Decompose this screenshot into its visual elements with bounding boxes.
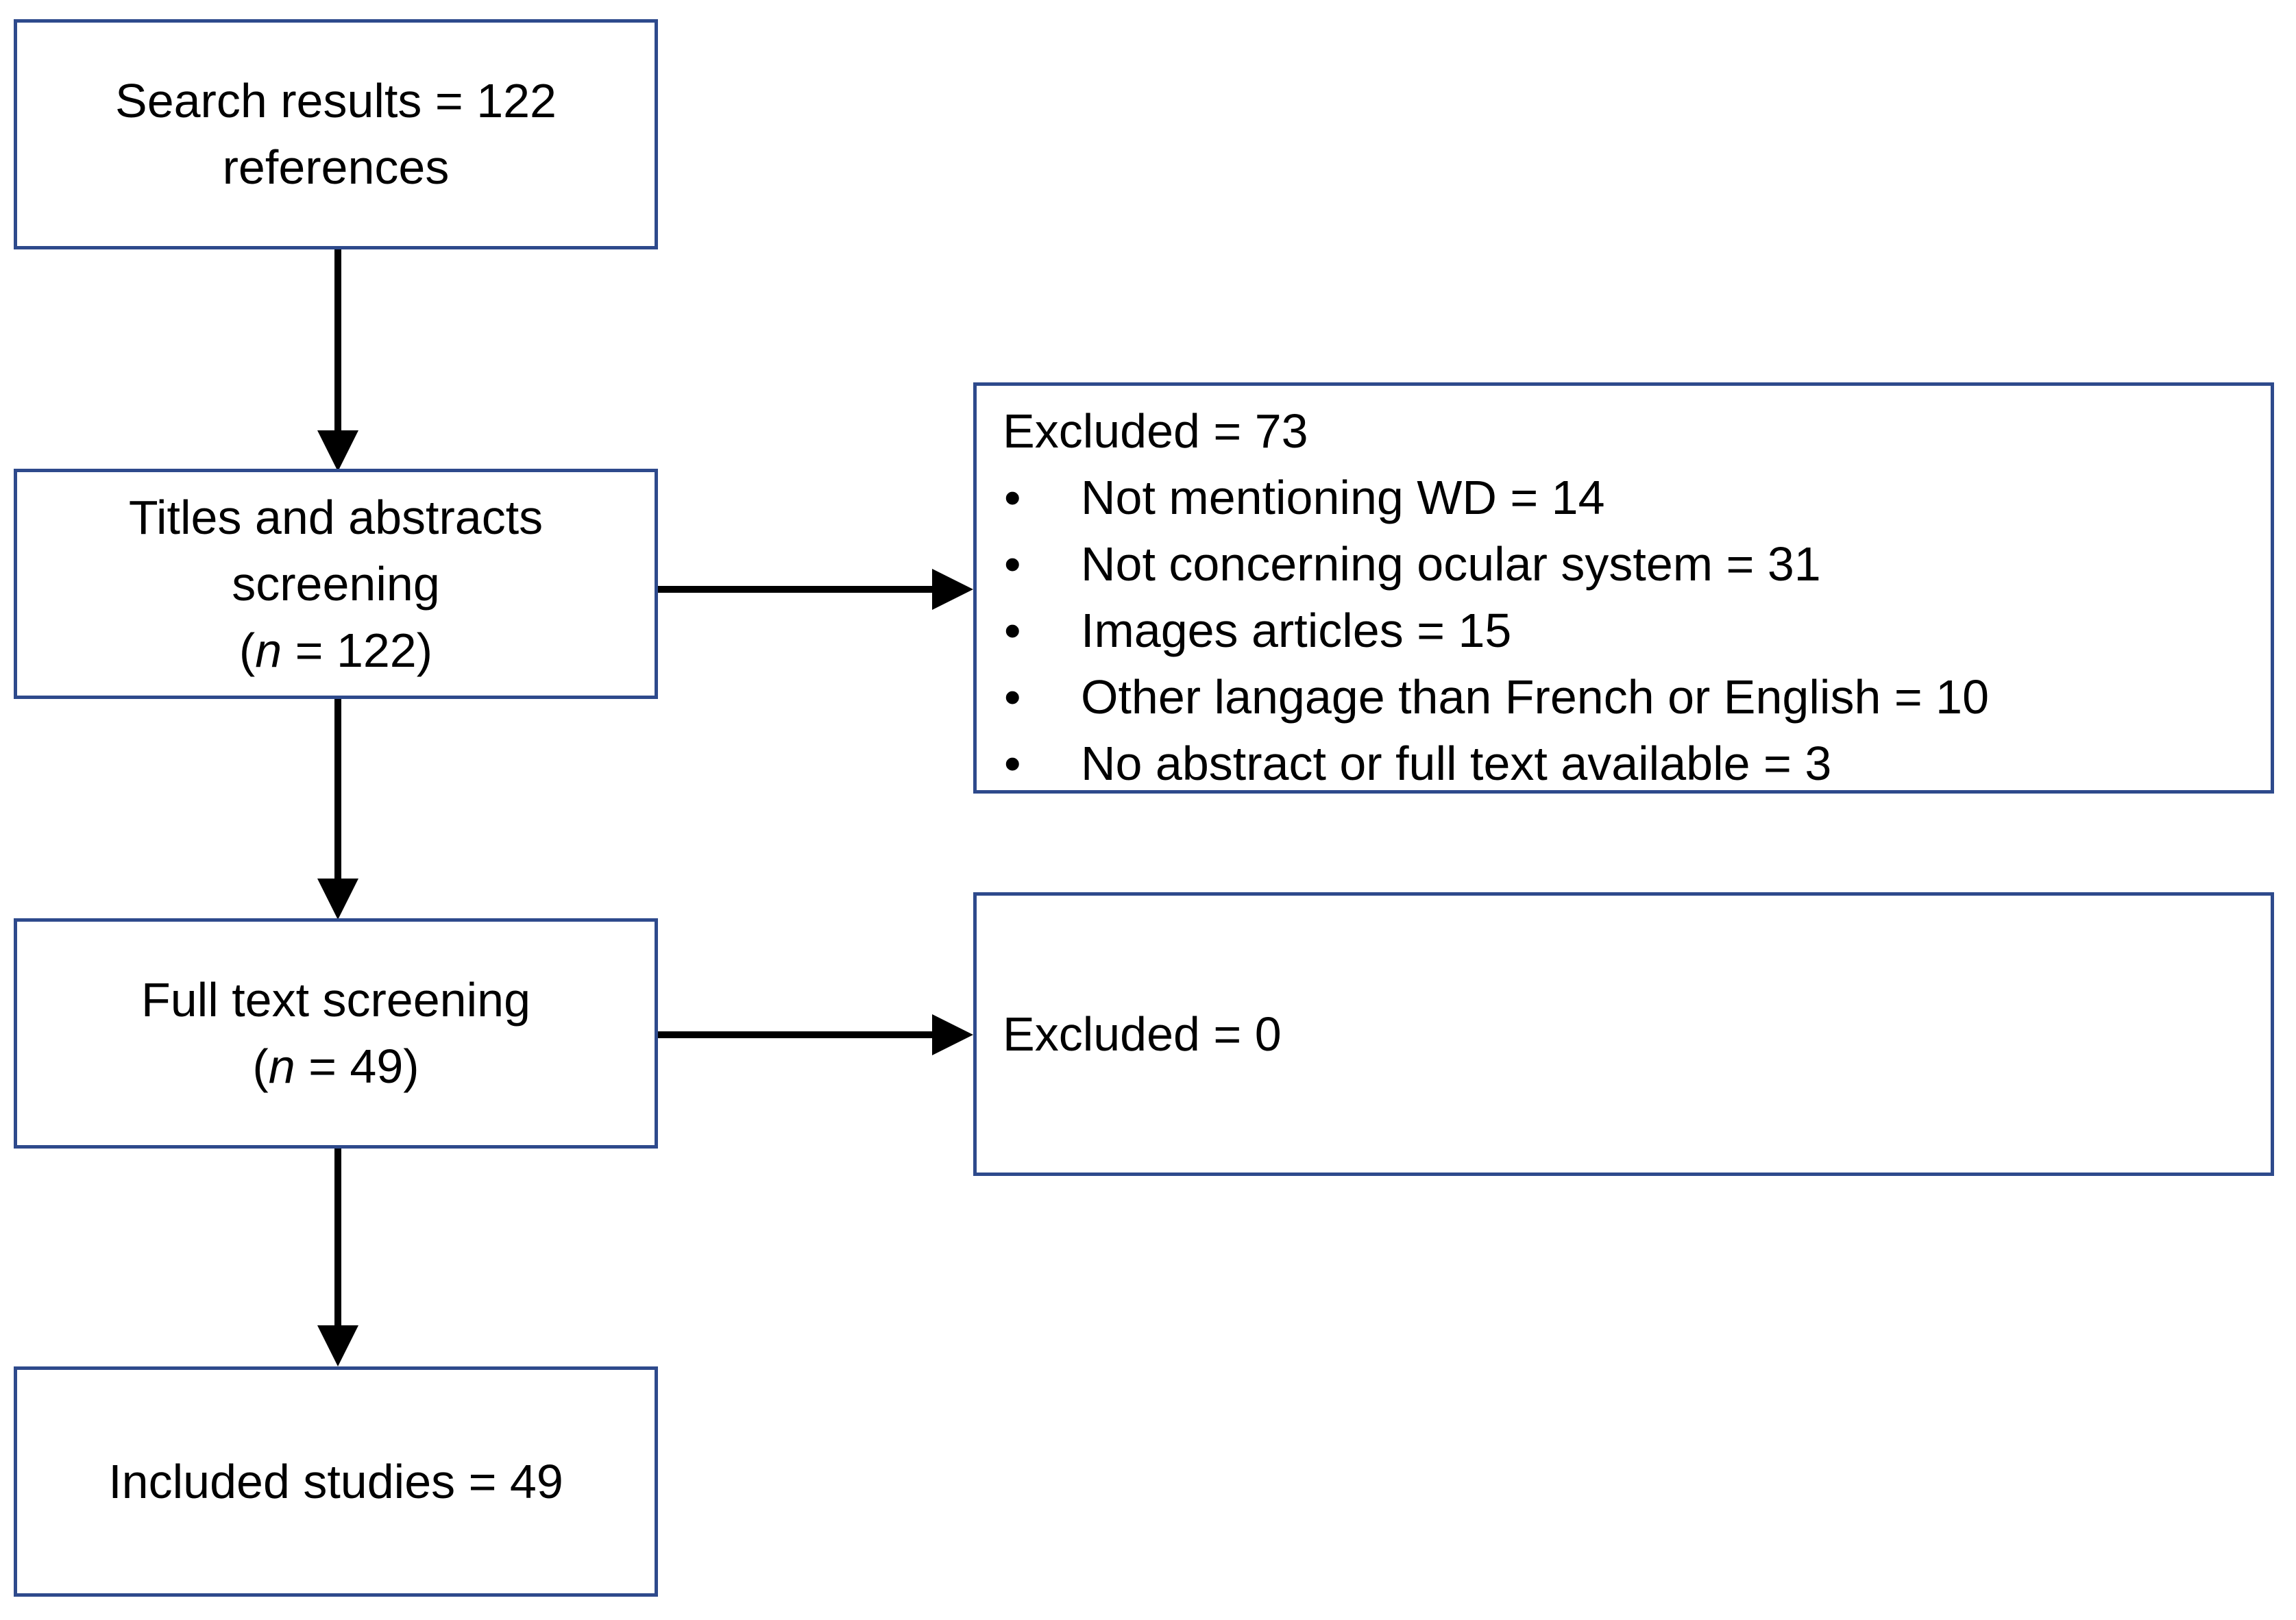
titles-screening-count: (n = 122) — [239, 623, 433, 677]
titles-abstracts-screening-box: Titles and abstracts screening (n = 122) — [14, 469, 658, 699]
search-results-line2: references — [222, 140, 450, 194]
bullet-icon: • — [1004, 670, 1021, 724]
bullet-icon: • — [1004, 471, 1021, 524]
full-text-screening-box: Full text screening (n = 49) — [14, 918, 658, 1149]
excluded-fulltext-box: Excluded = 0 — [973, 892, 2274, 1176]
titles-screening-line2: screening — [232, 556, 440, 611]
full-text-screening-count: (n = 49) — [252, 1040, 419, 1093]
full-text-screening-line1: Full text screening — [141, 973, 531, 1027]
exclusion-reason-item: •Images articles = 15 — [1003, 598, 2271, 664]
excluded-titles-header: Excluded = 73 — [1003, 404, 1308, 458]
bullet-icon: • — [1004, 737, 1021, 790]
exclusion-reason-item: •Not concerning ocular system = 31 — [1003, 531, 2271, 598]
exclusion-reason-item: •No abstract or full text available = 3 — [1003, 731, 2271, 797]
excluded-fulltext-label: Excluded = 0 — [1003, 1007, 1282, 1061]
titles-screening-line1: Titles and abstracts — [128, 490, 544, 544]
search-results-box: Search results = 122 references — [14, 19, 658, 249]
exclusion-reasons-list: •Not mentioning WD = 14 •Not concerning … — [1003, 465, 2271, 797]
excluded-titles-box: Excluded = 73 •Not mentioning WD = 14 •N… — [973, 382, 2274, 794]
bullet-icon: • — [1004, 537, 1021, 591]
search-results-line1: Search results = 122 — [115, 74, 557, 127]
exclusion-reason-item: •Not mentioning WD = 14 — [1003, 465, 2271, 531]
bullet-icon: • — [1004, 604, 1021, 657]
included-studies-box: Included studies = 49 — [14, 1366, 658, 1597]
exclusion-reason-item: •Other langage than French or English = … — [1003, 664, 2271, 731]
included-studies-label: Included studies = 49 — [108, 1454, 563, 1508]
